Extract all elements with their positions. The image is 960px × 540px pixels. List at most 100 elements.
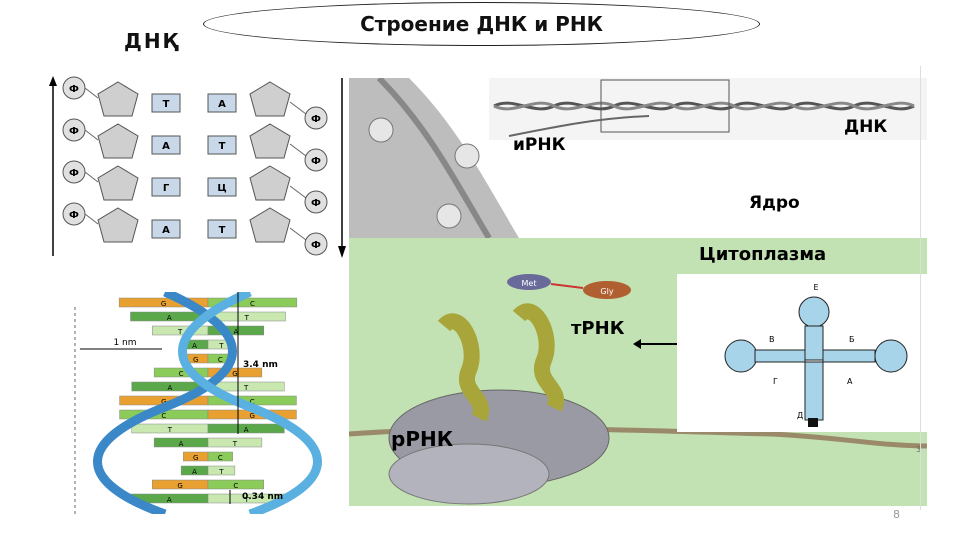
acceptor-stem: [804, 325, 824, 361]
helix-base-label: C: [218, 454, 223, 462]
schema-letter-d: Д: [797, 411, 803, 420]
base-left-label: Г: [163, 183, 170, 194]
helix-base-label: T: [167, 426, 173, 434]
phosphate-right: [304, 148, 328, 172]
nucleus-label: Ядро: [749, 193, 800, 213]
figure-number: 3: [916, 445, 921, 454]
helix-base: [207, 437, 263, 448]
scale-bottom-label: 0.34 nm: [242, 492, 283, 502]
t-loop: [874, 339, 908, 373]
helix-base: [207, 297, 298, 308]
helix-base-label: T: [232, 440, 238, 448]
nuclear-pore: [368, 117, 394, 143]
gly-label: Gly: [600, 287, 613, 296]
dna-helix-strand: [493, 101, 915, 111]
phosphate-sugar-bond: [289, 185, 307, 199]
phosphate-right: [304, 232, 328, 256]
sugar-pentagon-right: [249, 81, 291, 117]
trna-label: тРНК: [571, 318, 625, 339]
helix-base-label: G: [161, 300, 166, 308]
helix-base-label: A: [167, 384, 172, 392]
anticodon-stem: [804, 361, 824, 421]
phosphate-right-label: Ф: [311, 114, 321, 125]
ladder-arrowhead-left: [49, 76, 57, 86]
helix-base-label: T: [218, 342, 224, 350]
base-right-label: А: [218, 99, 226, 110]
sugar-pentagon-left: [97, 207, 139, 243]
helix-base-label: C: [250, 300, 255, 308]
sugar-pentagon-left: [97, 123, 139, 159]
phosphate-right: [304, 190, 328, 214]
mrna-strand: [508, 115, 650, 137]
phosphate-right: [304, 106, 328, 130]
helix-strand-1: [93, 292, 237, 514]
cytoplasm-label: Цитоплазма: [699, 244, 826, 265]
phosphate-left: [62, 76, 86, 100]
base-right-label: Т: [219, 225, 226, 236]
helix-base: [207, 451, 233, 462]
dnk-strand-label: ДНК: [844, 117, 887, 137]
helix-base-label: A: [179, 440, 184, 448]
phosphate-left-label: Ф: [69, 168, 79, 179]
helix-base-label: C: [179, 370, 184, 378]
trna-molecule-1: [437, 313, 489, 422]
phosphate-sugar-bond: [289, 143, 307, 157]
phosphate-right-label: Ф: [311, 240, 321, 251]
phosphate-left-label: Ф: [69, 84, 79, 95]
nuclear-membrane: [349, 78, 519, 238]
ladder-arrowhead-right: [338, 246, 346, 258]
base-right: [207, 219, 237, 239]
base-left: [151, 177, 181, 197]
base-right-label: Ц: [217, 183, 226, 194]
trna-molecule-2: [512, 303, 564, 412]
helix-base-label: T: [244, 314, 250, 322]
helix-base-label: T: [177, 328, 183, 336]
helix-base-label: A: [192, 342, 197, 350]
sugar-pentagon-right: [249, 123, 291, 159]
slide-title: Строение ДНК и РНК: [360, 12, 603, 36]
helix-base-label: G: [177, 482, 182, 490]
t-stem: [822, 349, 876, 363]
met-amino-acid: [507, 274, 551, 290]
ribosome-small-subunit: [388, 443, 550, 505]
helix-base: [207, 325, 264, 336]
d-loop: [724, 339, 758, 373]
helix-base-label: T: [244, 496, 250, 504]
nuclear-membrane-edge: [376, 78, 492, 240]
phosphate-left-label: Ф: [69, 126, 79, 137]
met-label: Met: [522, 279, 537, 288]
nuclear-pore: [454, 143, 480, 169]
sugar-pentagon-left: [97, 81, 139, 117]
phosphate-sugar-bond: [84, 213, 99, 225]
rna-synthesis-diagram: иРНК ДНК Ядро Цитоплазма Met Gly тРНК рР…: [349, 78, 927, 506]
base-left: [151, 135, 181, 155]
base-right: [207, 93, 237, 113]
helix-base-label: C: [233, 482, 238, 490]
base-right: [207, 177, 237, 197]
helix-base-label: G: [193, 356, 198, 364]
title-oval: [203, 2, 760, 46]
slide-border-line: [920, 66, 921, 510]
helix-base-label: A: [192, 468, 197, 476]
helix-base-label: G: [249, 412, 254, 420]
base-left-label: А: [162, 225, 170, 236]
base-left: [151, 93, 181, 113]
sugar-pentagon-left: [97, 165, 139, 201]
page-number: 8: [893, 508, 900, 521]
helix-base-label: T: [243, 384, 249, 392]
phosphate-right-label: Ф: [311, 198, 321, 209]
base-left: [151, 219, 181, 239]
helix-strand-2: [178, 292, 322, 514]
helix-base-label: C: [218, 356, 223, 364]
helix-base-label: A: [244, 426, 249, 434]
schema-letter-a: А: [847, 377, 853, 386]
